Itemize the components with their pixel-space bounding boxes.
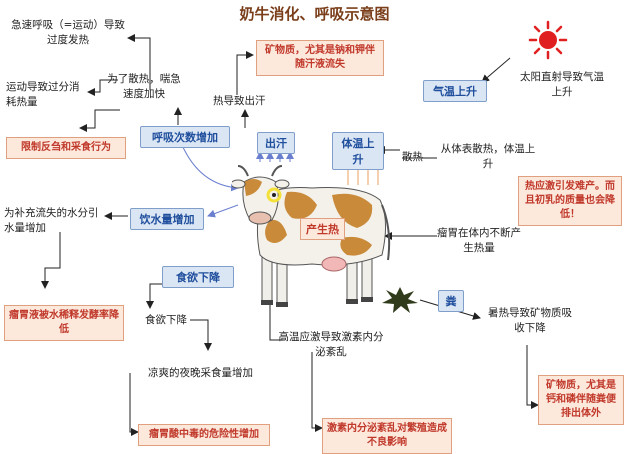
effect-limit-rumination: 限制反刍和采食行为 xyxy=(6,137,126,159)
note-panting: 为了散热，喘急速度加快 xyxy=(107,73,181,100)
note-exercise-heat: 运动导致过分消耗热量 xyxy=(6,81,80,108)
note-rumen-heat: 瘤胃在体内不断产生热量 xyxy=(437,227,521,254)
note-surface-heat: 从体表散热，体温上升 xyxy=(440,143,536,170)
diagram-title: 奶牛消化、呼吸示意图 xyxy=(239,5,390,23)
box-sweating: 出汗 xyxy=(257,132,295,154)
box-body-temp: 体温上升 xyxy=(332,132,384,170)
feces-icon xyxy=(382,287,418,313)
box-feces: 粪 xyxy=(438,290,464,312)
sun-icon xyxy=(528,20,568,60)
effect-calving: 热应激引发难产。而且初乳的质量也会降低！ xyxy=(518,176,622,226)
box-breathing-rate: 呼吸次数增加 xyxy=(140,126,230,148)
note-hormone: 高温应激导致激素内分泌紊乱 xyxy=(278,331,384,358)
cow-label-heat: 产生热 xyxy=(300,218,345,240)
effect-rumen-dilution: 瘤胃液被水稀释发酵率降低 xyxy=(4,305,124,341)
note-night-feeding: 凉爽的夜晚采食量增加 xyxy=(148,367,253,379)
note-sunlight: 太阳直射导致气温上升 xyxy=(520,71,604,98)
note-mineral-absorption: 暑热导致矿物质吸收下降 xyxy=(488,307,572,334)
effect-mineral-excretion: 矿物质，尤其是钙和磷伴随粪便排出体外 xyxy=(538,375,624,425)
note-water-intake: 为补充流失的水分引水量增加 xyxy=(4,207,99,234)
effect-hormone-reproduction: 激素内分泌紊乱对繁殖造成不良影响 xyxy=(322,418,452,454)
note-dissipate: 散热 xyxy=(402,151,423,163)
note-appetite-drop: 食欲下降 xyxy=(145,314,187,326)
box-air-temp: 气温上升 xyxy=(423,80,487,102)
effect-sweat-minerals: 矿物质，尤其是钠和钾伴随汗液流失 xyxy=(256,40,384,76)
note-rapid-breathing: 急速呼吸（=运动）导致过度发热 xyxy=(11,19,125,46)
box-appetite-drop: 食欲下降 xyxy=(162,266,234,288)
effect-acidosis-risk: 瘤胃酸中毒的危险性增加 xyxy=(138,424,270,446)
note-heat-sweat: 热导致出汗 xyxy=(213,95,266,107)
box-water-intake: 饮水量增加 xyxy=(130,208,204,230)
